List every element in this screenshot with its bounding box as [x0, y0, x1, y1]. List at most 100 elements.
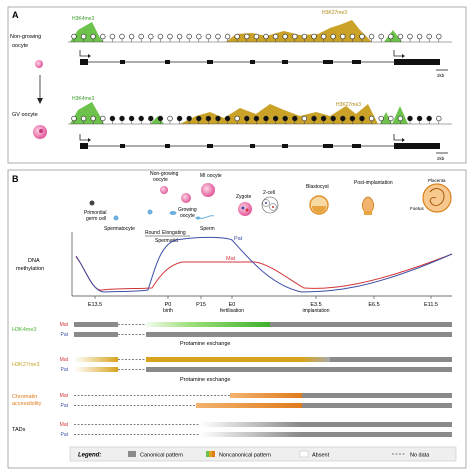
mi-oocyte-icon: [201, 183, 215, 197]
cpg-site: [186, 115, 192, 122]
panel-b: B Primordial germ cell Spermatocyte Roun…: [7, 169, 467, 469]
placenta-label: Placenta: [428, 178, 446, 183]
sperm-icon: [195, 216, 201, 220]
cpg-site: [253, 33, 260, 40]
growing-label-line1: Growing: [178, 207, 197, 213]
row1-scale: 2kb: [437, 73, 445, 78]
cpg-site: [109, 115, 116, 122]
cpg-site: [263, 115, 269, 122]
panel-a-label: A: [12, 10, 19, 20]
cpg-site: [234, 33, 240, 40]
cpg-site: [311, 115, 317, 122]
h3k27-track-label: H3K27me3: [12, 362, 40, 368]
legend-noncanonical-swatch: [212, 451, 215, 457]
tads-pat-canonical: [300, 432, 452, 437]
panel-a-row1: Non-growing oocyte H3K4me3 H3K27me3: [10, 10, 452, 78]
cpg-site: [320, 115, 327, 122]
cpg-site: [388, 33, 394, 40]
cpg-site: [426, 33, 432, 40]
cpg-site: [90, 33, 96, 40]
cpg-site: [100, 115, 106, 122]
h3k27-mat-label: Mat: [60, 357, 69, 363]
methylation-ylabel-line1: DNA: [28, 258, 40, 264]
mat-methylation-curve: [75, 253, 453, 291]
time-tick-label: E11.5: [424, 302, 438, 308]
time-tick-label: E0: [229, 302, 236, 308]
row2-h3k27-label: H3K27me3: [336, 102, 361, 108]
cpg-site: [215, 115, 221, 122]
chromatin-pat-canonical: [302, 403, 452, 408]
spermatid-label: Spermatid: [155, 238, 178, 244]
cpg-site: [244, 115, 250, 122]
cpg-site: [368, 115, 375, 122]
cpg-site: [176, 115, 183, 122]
time-tick-label: E3.5: [310, 302, 321, 308]
cpg-site: [311, 33, 317, 40]
cpg-site: [205, 33, 212, 40]
h3k4-mat-canonical-left: [74, 322, 118, 327]
legend-canonical-swatch: [128, 451, 136, 457]
blastocyst-label: Blastocyst: [306, 184, 329, 190]
spermatocyte-icon: [113, 215, 119, 221]
cpg-site: [416, 115, 423, 122]
pat-curve-label: Pat: [234, 236, 243, 242]
tads-pat-label: Pat: [60, 432, 68, 438]
panel-a: A Non-growing oocyte H3K4me3 H3K27me3: [7, 6, 467, 164]
tads-track-label: TADs: [12, 427, 26, 433]
cpg-site: [71, 33, 77, 40]
cpg-site: [167, 115, 173, 122]
cpg-site: [320, 33, 327, 40]
cpg-site: [359, 33, 365, 40]
zygote-icon: [238, 202, 252, 216]
cpg-site: [128, 115, 135, 122]
row1-h3k27-label: H3K27me3: [322, 10, 347, 16]
row2-gene-model: [79, 134, 440, 149]
h3k4-pat-label: Pat: [60, 332, 68, 338]
mat-curve-label: Mat: [226, 256, 236, 262]
chromatin-mat-canonical: [302, 393, 452, 398]
cpg-site: [340, 115, 346, 122]
elongating-label: Elongating: [162, 230, 186, 236]
chromatin-pat-noncanonical: [196, 403, 302, 408]
row2-cell-label: GV oocyte: [12, 112, 38, 118]
h3k27-mat-noncanonical-left: [74, 357, 118, 362]
cpg-site: [90, 115, 96, 122]
tads-mat-absent: [200, 422, 300, 427]
cpg-site: [157, 115, 164, 122]
row1-cpg-sites: [71, 33, 442, 42]
time-tick-label: P0: [165, 302, 172, 308]
row1-h3k4-label: H3K4me3: [72, 16, 94, 22]
cpg-site: [244, 33, 250, 40]
cpg-site: [416, 33, 423, 40]
cpg-site: [349, 115, 356, 122]
cpg-site: [148, 33, 154, 40]
cpg-site: [109, 33, 116, 40]
cpg-site: [119, 115, 125, 122]
cpg-site: [397, 33, 404, 40]
h3k4-pat-canonical-left: [74, 332, 118, 337]
cpg-site: [100, 33, 106, 40]
mi-oocyte-label: MI oocyte: [200, 173, 222, 179]
pat-methylation-curve: [75, 236, 453, 293]
chromatin-track-label-line2: accessibility: [12, 401, 42, 407]
epigenetic-tracks: H3K4me3 Mat Pat Protamine exchange H3K27…: [12, 322, 452, 438]
sperm-label: Sperm: [200, 226, 215, 232]
primordial-label-line2: germ cell: [86, 216, 106, 222]
foetus-label: Foetus: [410, 206, 425, 211]
cpg-site: [388, 115, 394, 122]
h3k4-mat-canonical-right: [270, 322, 452, 327]
time-tick-label: E13.5: [88, 302, 102, 308]
chromatin-mat-noncanonical: [230, 393, 302, 398]
h3k4-pat-canonical-right: [146, 332, 452, 337]
cpg-site: [215, 33, 221, 40]
cpg-site: [340, 33, 346, 40]
primordial-germ-cell-icon: [89, 200, 95, 206]
primordial-label-line1: Primordial: [84, 210, 107, 216]
legend-title: Legend:: [78, 453, 101, 459]
h3k4-mat-noncanonical: [146, 322, 270, 327]
elongating-spermatid-icon: [169, 211, 177, 215]
cpg-site: [234, 115, 240, 122]
panel-b-label: B: [12, 174, 19, 184]
